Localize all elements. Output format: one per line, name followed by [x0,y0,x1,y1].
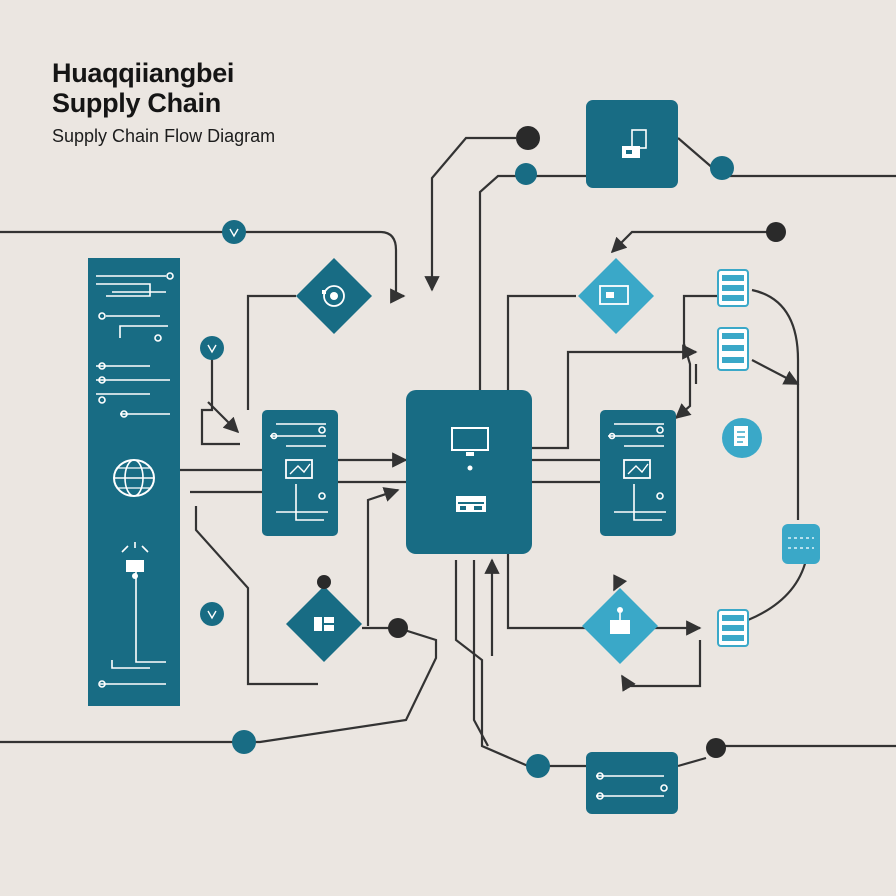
antenna-icon [121,542,149,579]
page-subtitle: Supply Chain Flow Diagram [52,126,276,146]
server-icon [717,609,749,647]
bottom-component-box [586,752,678,814]
title-block: Huaqqiiangbei Supply Chain Supply Chain … [52,58,275,148]
diamond-node-top-right [578,258,654,334]
left-process-card [262,410,338,536]
screen-icon [623,459,651,479]
storage-node [782,524,820,564]
globe-icon [113,459,155,497]
connector-nodes [200,126,786,778]
server-icon [717,327,749,371]
pin-icon [610,607,630,634]
document-icon [622,129,647,158]
diamond-node-top-left [296,258,372,334]
card-icon [456,496,486,512]
screen-icon [285,459,313,479]
central-hub-node [406,390,532,554]
page-title: Huaqqiiangbei [52,58,235,88]
document-icon [722,418,762,458]
diamond-node-bottom-left [286,586,362,662]
right-process-card [600,410,676,536]
camera-icon [322,285,345,307]
monitor-icon [451,427,489,456]
connector-lines [0,136,896,768]
diamond-node-bottom-right [582,588,658,664]
sidebar-circuit-traces [96,272,174,688]
screen-icon [599,285,629,305]
chip-icon [314,617,334,631]
top-component-box [586,100,678,188]
page-title-second-line: Supply Chain [52,88,221,118]
server-icon [717,269,749,307]
supplier-sidebar-panel [88,258,180,706]
